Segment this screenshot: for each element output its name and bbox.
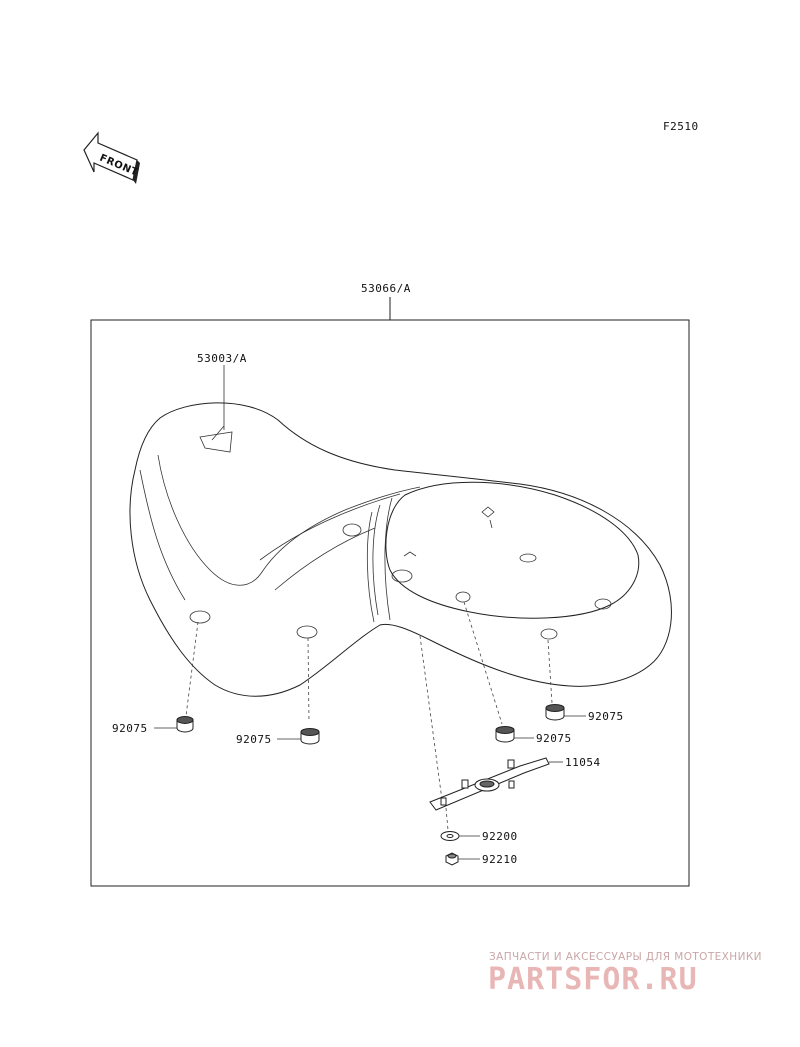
nut-icon [445, 852, 459, 866]
nut-label: 92210 [482, 853, 518, 866]
washer-icon [440, 831, 460, 841]
damper-left-icon [176, 716, 194, 733]
bracket-icon [429, 757, 550, 811]
bracket-label: 11054 [565, 756, 601, 769]
damper-middle-label: 92075 [236, 733, 272, 746]
damper-right-lower-label: 92075 [536, 732, 572, 745]
damper-left-label: 92075 [112, 722, 148, 735]
damper-middle-icon [300, 728, 320, 745]
diagram-code: F2510 [663, 120, 699, 133]
watermark-logo: PARTSFOR.RU [488, 962, 698, 997]
seat-illustration [129, 402, 672, 697]
assembly-part-label: 53066/A [361, 282, 411, 295]
bracket-axis [419, 635, 443, 801]
damper-middle-axis [307, 637, 310, 723]
cover-label: 53003/A [197, 352, 247, 365]
watermark-tagline: ЗАПЧАСТИ И АКСЕССУАРЫ ДЛЯ МОТОТЕХНИКИ [489, 951, 762, 963]
assembly-frame [90, 319, 690, 887]
damper-right-lower-icon [495, 726, 515, 743]
damper-right-upper-axis [547, 639, 553, 704]
washer-label: 92200 [482, 830, 518, 843]
front-arrow-icon: FRONT [83, 131, 140, 184]
damper-right-upper-label: 92075 [588, 710, 624, 723]
damper-right-lower-axis [463, 601, 503, 725]
washer-axis [445, 807, 449, 831]
damper-right-upper-icon [545, 704, 565, 721]
damper-left-axis [185, 621, 199, 717]
